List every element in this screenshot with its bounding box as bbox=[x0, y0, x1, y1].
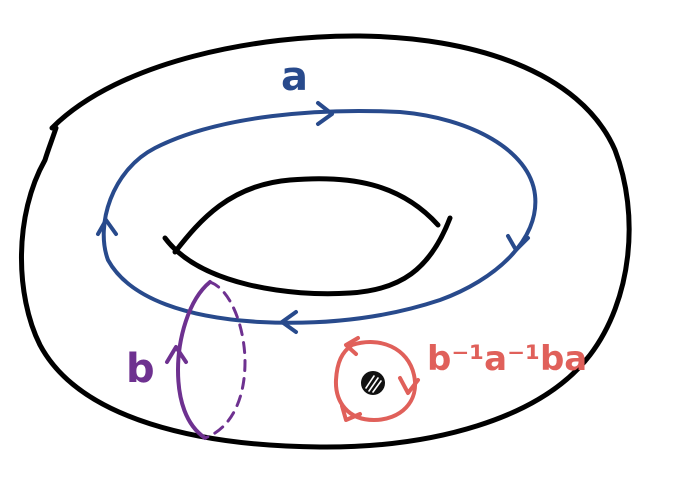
torus-outer-outline bbox=[18, 33, 632, 450]
loop-a-arrow-right bbox=[506, 234, 530, 252]
commutator-arrow-left bbox=[340, 404, 362, 422]
loop-a-arrow-left bbox=[96, 218, 118, 236]
loop-a-arrow-bottom bbox=[280, 310, 298, 334]
commutator-label: b⁻¹a⁻¹ba bbox=[427, 339, 587, 379]
torus-hole-top bbox=[172, 176, 441, 255]
loop-b-label: b bbox=[126, 346, 155, 392]
commutator-arrow-top bbox=[344, 336, 360, 356]
puncture-icon bbox=[361, 371, 385, 395]
loop-b-solid bbox=[176, 280, 212, 440]
commutator-arrow-right bbox=[398, 376, 420, 395]
commutator-loop bbox=[333, 340, 418, 422]
loop-a-label: a bbox=[281, 54, 308, 100]
loop-a-arrow-top bbox=[316, 101, 334, 126]
torus-hole-bottom bbox=[162, 215, 453, 297]
loop-b-arrow bbox=[165, 345, 188, 364]
loop-a-curve bbox=[101, 109, 538, 325]
loop-b-dashed bbox=[203, 280, 247, 440]
